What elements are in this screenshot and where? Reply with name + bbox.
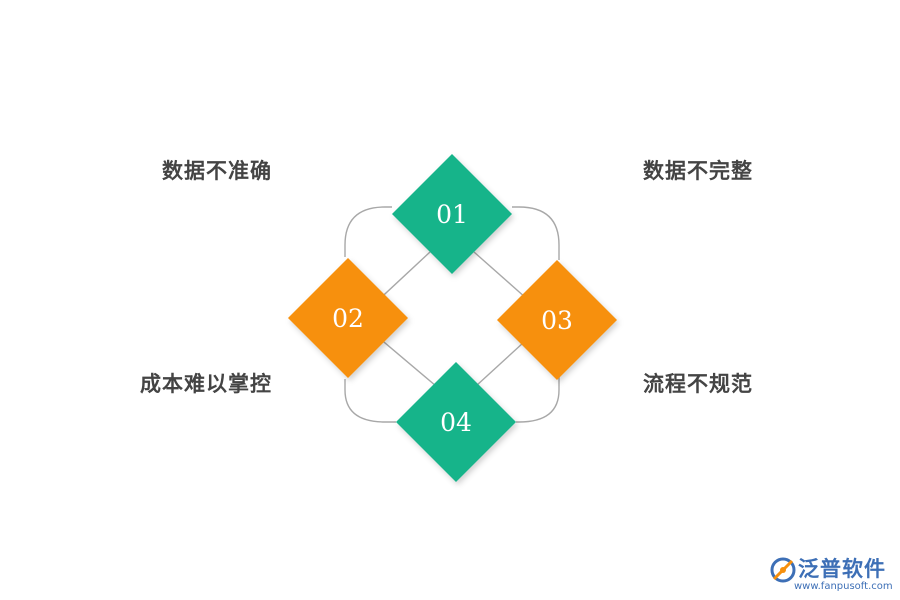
node-01: 01 bbox=[392, 154, 512, 274]
node-01-diamond bbox=[392, 154, 512, 274]
node-02: 02 bbox=[288, 258, 408, 378]
brand-logo: 泛普软件 www.fanpusoft.com bbox=[768, 553, 896, 595]
node-02-number: 02 bbox=[332, 304, 364, 333]
logo-url: www.fanpusoft.com bbox=[794, 581, 893, 592]
logo-name: 泛普软件 bbox=[798, 557, 886, 581]
label-bottom-left: 成本难以掌控 bbox=[140, 372, 272, 396]
node-02-diamond bbox=[288, 258, 408, 378]
connector-outer-1-3 bbox=[512, 206, 560, 260]
node-03-diamond bbox=[497, 260, 617, 380]
connector-outer-2-4 bbox=[344, 379, 396, 423]
node-04-number: 04 bbox=[440, 408, 472, 437]
label-top-right: 数据不完整 bbox=[643, 159, 753, 183]
connector-outer-1-2 bbox=[344, 206, 392, 257]
label-top-left: 数据不准确 bbox=[162, 159, 272, 183]
label-bottom-right: 流程不规范 bbox=[643, 372, 753, 396]
connector-outer-3-4 bbox=[516, 377, 560, 423]
node-04-diamond bbox=[396, 362, 516, 482]
node-03-number: 03 bbox=[541, 306, 573, 335]
node-03: 03 bbox=[497, 260, 617, 380]
node-04: 04 bbox=[396, 362, 516, 482]
logo-mark-icon bbox=[770, 557, 796, 583]
node-01-number: 01 bbox=[436, 200, 468, 229]
